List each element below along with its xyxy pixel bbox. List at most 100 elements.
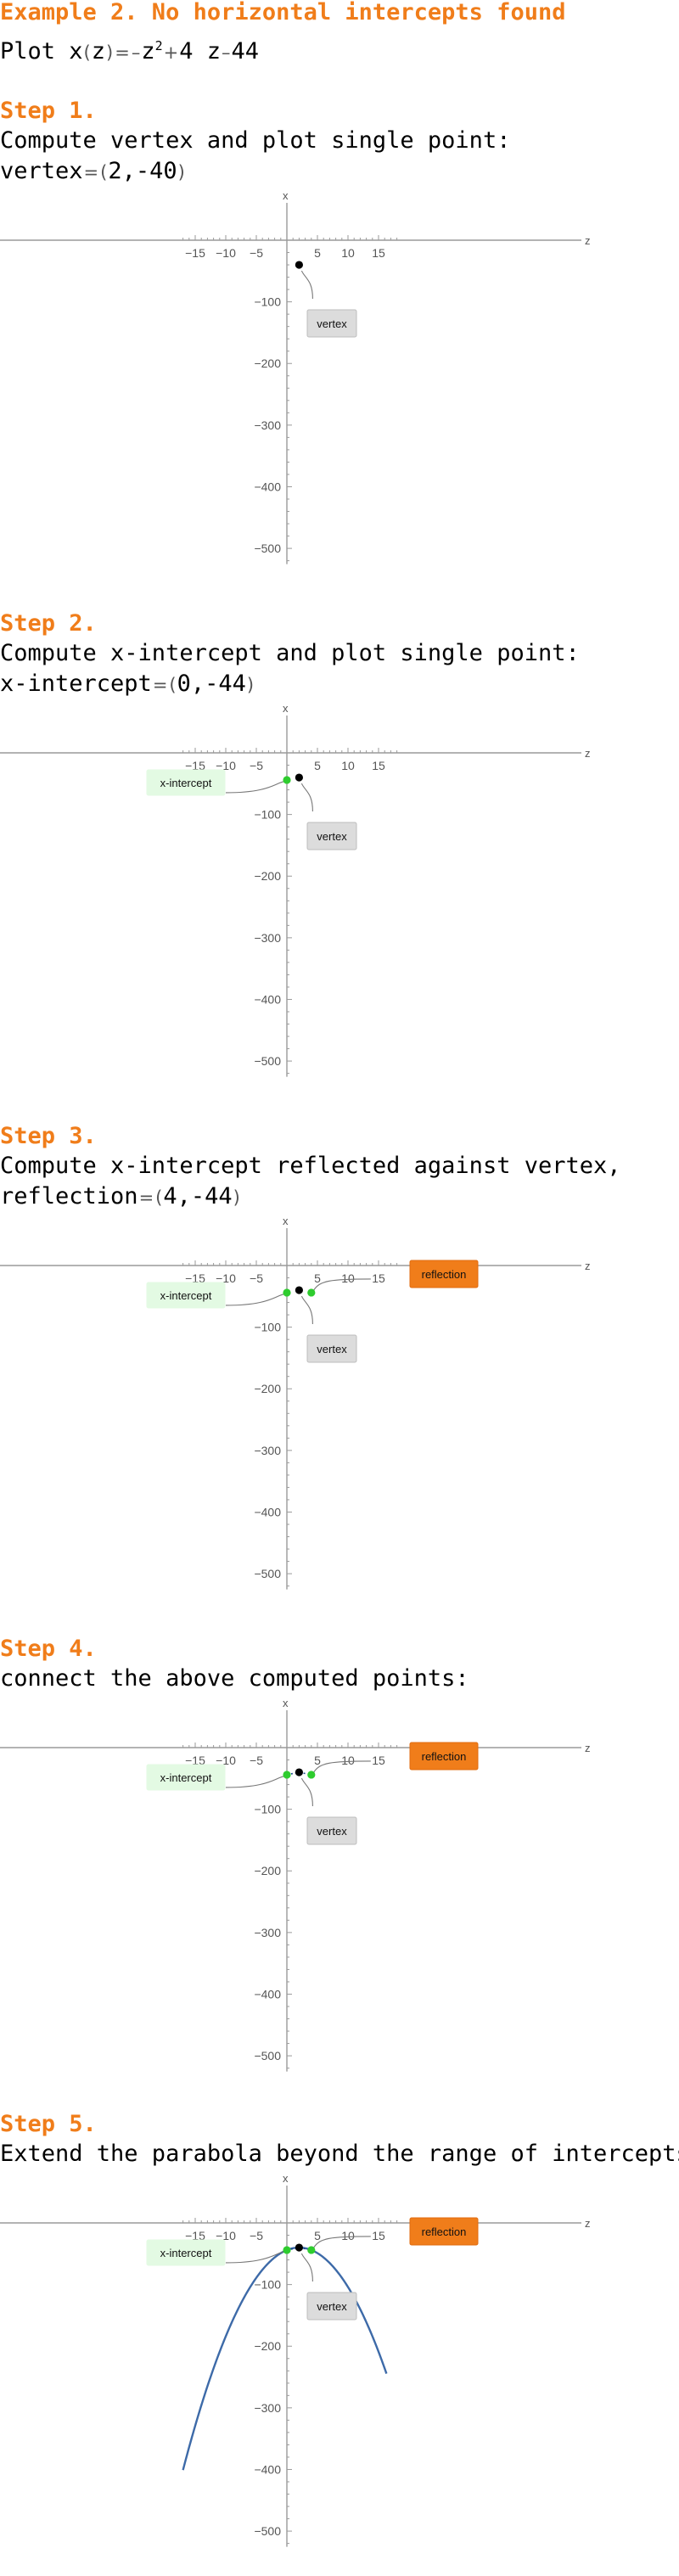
x-tick-label: 5 [314, 2229, 321, 2242]
result-equals: = [83, 162, 99, 182]
result-open: ( [100, 162, 108, 182]
y-tick-label: −500 [254, 1567, 281, 1580]
intercept-callout-line [225, 781, 284, 794]
y-tick-label: −200 [254, 2339, 281, 2353]
intercept-callout-line [225, 1776, 284, 1788]
y-tick-label: −300 [254, 1926, 281, 1939]
y-tick-label: −200 [254, 356, 281, 370]
result-open: ( [155, 1187, 163, 1208]
x-tick-label: −5 [250, 246, 263, 260]
step-4-label: Step 4. [0, 1636, 97, 1662]
intercept-point [283, 1771, 291, 1779]
step-5-label: Step 5. [0, 2111, 97, 2137]
result-value: 4,-44 [163, 1183, 233, 1209]
vertex-callout-line [300, 1777, 313, 1807]
paren-close: ) [106, 42, 114, 63]
squared-var: z [141, 38, 155, 65]
intercept-label-box [146, 1282, 226, 1309]
result-name: x-intercept [0, 671, 152, 697]
paren-open: ( [83, 42, 91, 63]
x-tick-label: 10 [341, 1271, 355, 1285]
intercept-label: x-intercept [160, 777, 212, 789]
y-axis-label: x [283, 1697, 289, 1709]
y-tick-label: −300 [254, 931, 281, 945]
step-3-result: reflection=(4,-44) [0, 1183, 241, 1211]
vertex-point [295, 773, 303, 782]
vertex-label-box [306, 822, 357, 850]
intercept-label: x-intercept [160, 1289, 212, 1302]
reflection-point [307, 1771, 316, 1779]
reflection-point [307, 1288, 316, 1297]
x-tick-label: 10 [341, 2229, 355, 2242]
x-tick-label: −15 [185, 1754, 205, 1767]
y-tick-label: −300 [254, 2401, 281, 2415]
intercept-callout-line [225, 2251, 284, 2264]
intercept-label-box [146, 769, 226, 796]
y-axis-label: x [283, 1215, 289, 1227]
reflection-callout-line [313, 1278, 371, 1291]
x-tick-label: −5 [250, 1754, 263, 1767]
reflection-label-box [409, 2217, 479, 2246]
vertex-label: vertex [317, 317, 347, 330]
y-tick-label: −100 [254, 1803, 281, 1816]
y-tick-label: −500 [254, 542, 281, 555]
intercept-label-box [146, 2239, 226, 2266]
y-axis-label: x [283, 189, 289, 202]
y-tick-label: −400 [254, 480, 281, 493]
x-tick-label: −10 [216, 759, 236, 772]
x-tick-label: 5 [314, 1754, 321, 1767]
y-tick-label: −200 [254, 869, 281, 883]
x-tick-label: −10 [216, 246, 236, 260]
reflection-label-box [409, 1742, 479, 1771]
result-equals: = [138, 1187, 154, 1208]
reflection-label: reflection [422, 1750, 467, 1763]
vertex-point [295, 1286, 303, 1294]
vertex-label-box [306, 1816, 357, 1845]
x-tick-label: −5 [250, 2229, 263, 2242]
result-close: ) [233, 1187, 240, 1208]
intercept-label: x-intercept [160, 2247, 212, 2259]
parabola-curve [182, 2246, 388, 2471]
y-axis-label: x [283, 702, 289, 715]
x-tick-label: −15 [185, 759, 205, 772]
vertex-label: vertex [317, 1825, 347, 1838]
reflection-point [307, 2246, 316, 2254]
intercept-label-box [146, 1764, 226, 1791]
x-tick-label: 10 [341, 759, 355, 772]
x-axis-label: z [585, 2217, 591, 2230]
y-tick-label: −500 [254, 2049, 281, 2062]
constant-term: 44 [231, 38, 260, 65]
y-tick-label: −400 [254, 1505, 281, 1518]
y-tick-label: −100 [254, 808, 281, 822]
x-tick-label: 15 [372, 759, 385, 772]
x-tick-label: 15 [372, 1271, 385, 1285]
intercept-point [283, 2246, 291, 2254]
x-tick-label: −15 [185, 246, 205, 260]
y-tick-label: −500 [254, 1054, 281, 1068]
linear-term: 4 z [179, 38, 222, 65]
y-tick-label: −400 [254, 1987, 281, 2001]
plot-arg: z [91, 38, 106, 65]
result-value: 0,-44 [177, 671, 246, 697]
y-tick-label: −100 [254, 2278, 281, 2292]
step-2-desc: Compute x-intercept and plot single poin… [0, 640, 580, 666]
result-name: reflection [0, 1183, 138, 1209]
step-3-label: Step 3. [0, 1123, 97, 1149]
vertex-point [295, 1768, 303, 1776]
x-tick-label: −5 [250, 759, 263, 772]
intercept-point [283, 1288, 291, 1297]
reflection-label: reflection [422, 2225, 467, 2238]
vertex-label: vertex [317, 830, 347, 843]
result-close: ) [246, 675, 255, 695]
result-open: ( [169, 675, 177, 695]
y-tick-label: −200 [254, 1864, 281, 1877]
step-3-desc: Compute x-intercept reflected against ve… [0, 1153, 621, 1179]
vertex-callout-line [300, 2253, 313, 2282]
x-tick-label: 5 [314, 246, 321, 260]
plus-sign: + [163, 42, 179, 63]
vertex-point [295, 261, 303, 269]
reflection-label-box [409, 1260, 479, 1288]
step-1-result: vertex=(2,-40) [0, 158, 186, 186]
y-tick-label: −100 [254, 295, 281, 309]
